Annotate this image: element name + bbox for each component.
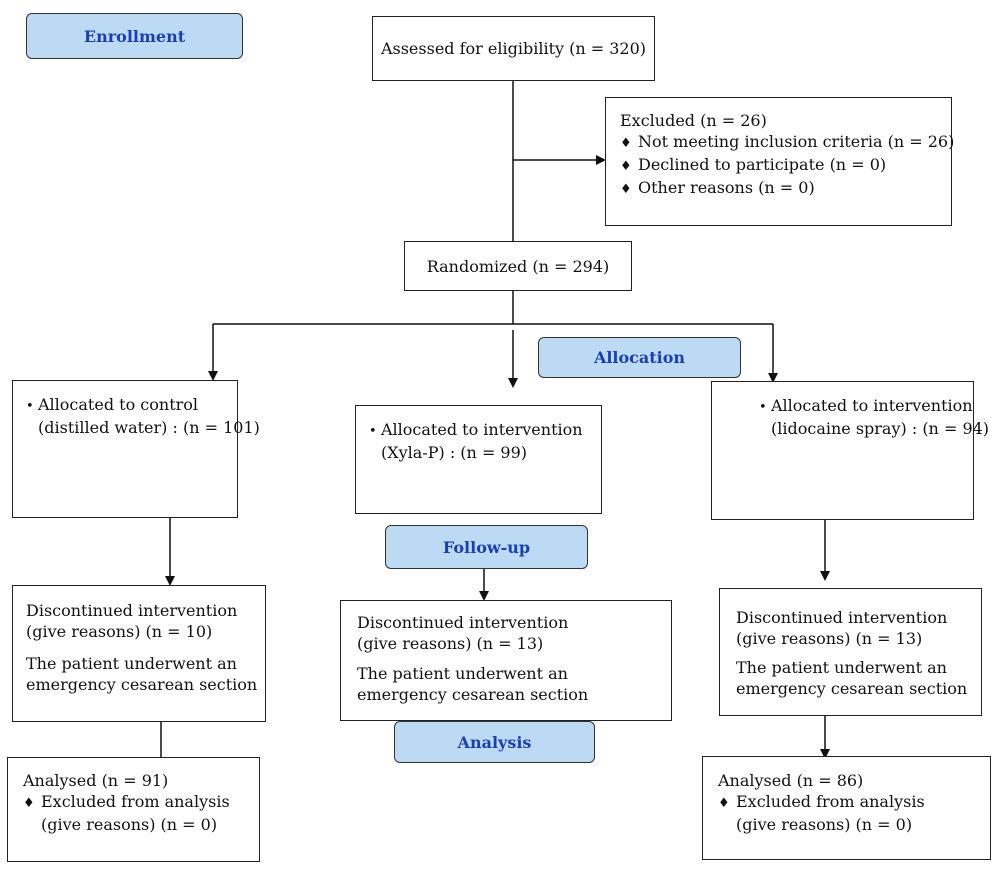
analysis-lidocaine-line2: (give reasons) (n = 0)	[736, 815, 913, 834]
analysis-lidocaine-title: Analysed (n = 86)	[718, 771, 864, 790]
excluded-title: Excluded (n = 26)	[620, 111, 767, 130]
allocation-lidocaine-text: Allocated to intervention	[771, 396, 973, 415]
diamond-bullet-icon: ♦	[718, 796, 730, 811]
followup-lidocaine-line2: (give reasons) (n = 13)	[736, 629, 923, 648]
followup-xyla-line1: Discontinued intervention	[357, 613, 569, 632]
randomized-text: Randomized (n = 294)	[426, 256, 610, 276]
allocation-xyla-line1: • Allocated to intervention	[369, 419, 601, 442]
allocation-lidocaine-line2: (lidocaine spray) : (n = 94)	[771, 419, 990, 438]
followup-control-line2: (give reasons) (n = 10)	[26, 622, 213, 641]
followup-xyla-line4: emergency cesarean section	[357, 685, 589, 704]
stage-label-follow-up-text: Follow-up	[442, 537, 531, 557]
allocation-xyla-text: Allocated to intervention	[381, 420, 583, 439]
stage-label-enrollment: Enrollment	[26, 13, 243, 59]
analysis-lidocaine-line1: ♦ Excluded from analysis	[718, 791, 990, 814]
analysis-control-line1: ♦ Excluded from analysis	[23, 791, 259, 814]
allocation-lidocaine-box: • Allocated to intervention (lidocaine sp…	[711, 381, 990, 520]
allocation-control-line1: • Allocated to control	[26, 394, 237, 417]
followup-xyla-line2: (give reasons) (n = 13)	[357, 634, 544, 653]
analysis-control-line2: (give reasons) (n = 0)	[41, 815, 218, 834]
stage-label-enrollment-text: Enrollment	[83, 26, 186, 46]
followup-control-line1: Discontinued intervention	[26, 601, 238, 620]
analysis-control-title: Analysed (n = 91)	[23, 771, 169, 790]
diamond-bullet-icon: ♦	[620, 182, 632, 197]
allocation-xyla-line2: (Xyla-P) : (n = 99)	[381, 443, 528, 462]
followup-xyla-line3: The patient underwent an	[357, 664, 568, 683]
allocation-control-line2: (distilled water) : (n = 101)	[38, 418, 260, 437]
followup-lidocaine-box: Discontinued intervention (give reasons)…	[719, 588, 982, 716]
stage-label-allocation: Allocation	[538, 337, 741, 378]
diamond-bullet-icon: ♦	[620, 159, 632, 174]
analysis-control-text: Excluded from analysis	[41, 792, 230, 811]
followup-lidocaine-line4: emergency cesarean section	[736, 679, 968, 698]
assessed-text: Assessed for eligibility (n = 320)	[380, 39, 647, 58]
followup-lidocaine-line1: Discontinued intervention	[736, 608, 948, 627]
allocation-control-box: • Allocated to control (distilled water) …	[12, 380, 260, 518]
allocation-control-text: Allocated to control	[38, 395, 199, 414]
assessed-box: Assessed for eligibility (n = 320)	[372, 16, 655, 81]
diamond-bullet-icon: ♦	[620, 136, 632, 151]
analysis-lidocaine-box: Analysed (n = 86) ♦ Excluded from analysi…	[702, 756, 991, 860]
excluded-item: ♦ Other reasons (n = 0)	[620, 177, 951, 200]
excluded-item-text: Not meeting inclusion criteria (n = 26)	[638, 132, 955, 151]
randomized-box: Randomized (n = 294)	[404, 241, 632, 291]
dot-bullet-icon: •	[26, 399, 34, 414]
stage-label-allocation-text: Allocation	[593, 348, 686, 367]
followup-control-box: Discontinued intervention (give reasons)…	[12, 585, 266, 722]
followup-control-line4: emergency cesarean section	[26, 675, 258, 694]
diamond-bullet-icon: ♦	[23, 796, 35, 811]
dot-bullet-icon: •	[759, 400, 767, 415]
excluded-box: Excluded (n = 26) ♦ Not meeting inclusion…	[605, 97, 955, 226]
stage-label-analysis: Analysis	[394, 721, 595, 763]
excluded-item: ♦ Not meeting inclusion criteria (n = 26)	[620, 131, 955, 154]
allocation-xyla-box: • Allocated to intervention (Xyla-P) : (n…	[355, 405, 602, 514]
analysis-lidocaine-text: Excluded from analysis	[736, 792, 925, 811]
followup-control-line3: The patient underwent an	[26, 654, 237, 673]
allocation-lidocaine-line1: • Allocated to intervention	[759, 395, 973, 418]
dot-bullet-icon: •	[369, 424, 377, 439]
followup-xyla-box: Discontinued intervention (give reasons)…	[340, 600, 672, 721]
excluded-item-text: Other reasons (n = 0)	[638, 178, 815, 197]
excluded-item-text: Declined to participate (n = 0)	[638, 155, 887, 174]
excluded-item: ♦ Declined to participate (n = 0)	[620, 154, 951, 177]
followup-lidocaine-line3: The patient underwent an	[736, 658, 947, 677]
stage-label-analysis-text: Analysis	[457, 732, 532, 752]
stage-label-follow-up: Follow-up	[385, 525, 588, 569]
analysis-control-box: Analysed (n = 91) ♦ Excluded from analysi…	[7, 757, 260, 862]
